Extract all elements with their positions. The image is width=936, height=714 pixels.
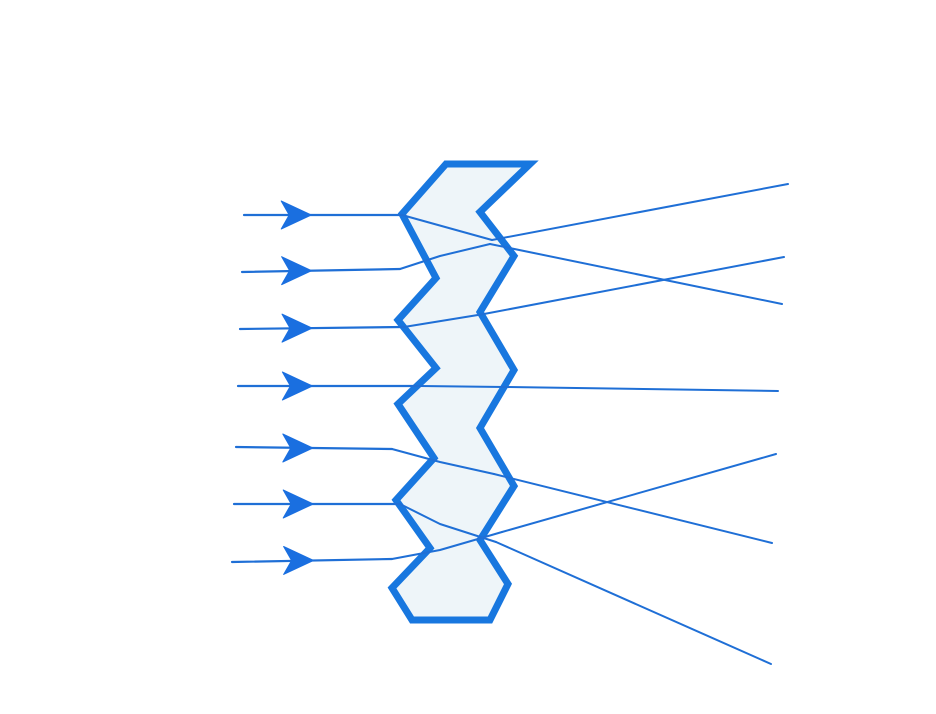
lens-outline bbox=[387, 160, 539, 624]
arrow-right-icon bbox=[283, 545, 315, 575]
outgoing-ray bbox=[495, 541, 772, 665]
outgoing-ray bbox=[493, 473, 773, 544]
arrow-right-icon bbox=[280, 200, 312, 230]
outgoing-ray bbox=[501, 453, 777, 533]
incoming-ray bbox=[234, 445, 394, 451]
zigzag-lens bbox=[387, 160, 539, 624]
arrow-right-icon bbox=[282, 433, 314, 463]
ray-arrows bbox=[280, 200, 315, 575]
arrow-right-icon bbox=[281, 256, 313, 286]
incoming-ray bbox=[238, 325, 406, 331]
incoming-ray bbox=[240, 267, 402, 274]
refracted-ray-inside-lens bbox=[391, 448, 495, 475]
rays-inside-lens bbox=[391, 214, 505, 560]
arrow-right-icon bbox=[281, 313, 313, 343]
outgoing-rays bbox=[483, 183, 789, 665]
refracted-ray-inside-lens bbox=[399, 243, 491, 270]
refracted-ray-inside-lens bbox=[419, 385, 505, 388]
outgoing-ray bbox=[489, 243, 783, 305]
refracted-ray-inside-lens bbox=[391, 531, 503, 560]
outgoing-ray bbox=[503, 386, 779, 392]
outgoing-ray bbox=[491, 183, 789, 241]
outgoing-ray bbox=[483, 256, 785, 315]
arrow-right-icon bbox=[282, 489, 314, 519]
refracted-ray-inside-lens bbox=[401, 214, 493, 241]
refracted-ray-inside-lens bbox=[399, 503, 497, 543]
arrow-right-icon bbox=[281, 371, 313, 401]
incoming-rays bbox=[230, 213, 422, 564]
refracted-ray-inside-lens bbox=[403, 313, 485, 328]
